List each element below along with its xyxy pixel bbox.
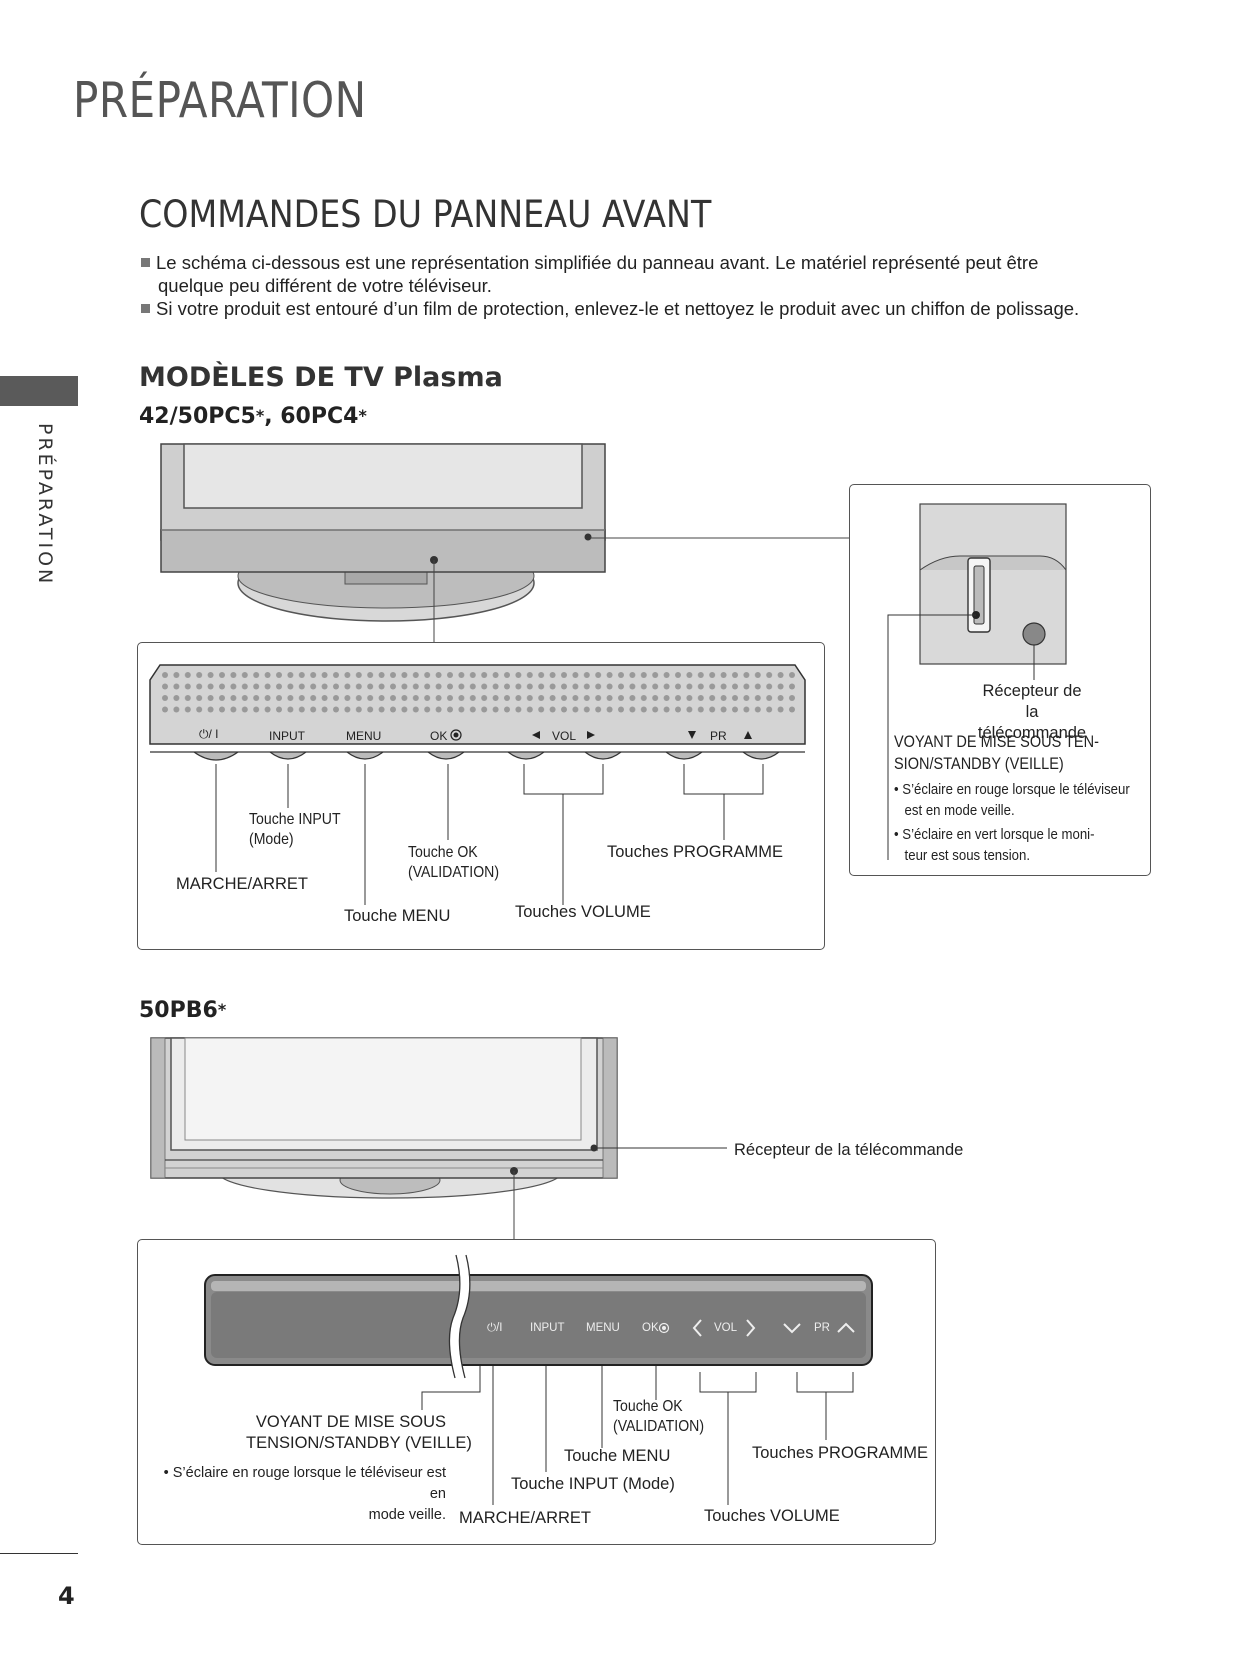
vol-button-label[interactable]: VOL bbox=[552, 729, 577, 743]
section-heading: COMMANDES DU PANNEAU AVANT bbox=[139, 193, 712, 236]
label-recepteur-telecommande: Récepteur de la télécommande bbox=[977, 682, 1087, 742]
menu-button-label-2[interactable]: MENU bbox=[586, 1322, 620, 1334]
label-touches-volume-2: Touches VOLUME bbox=[704, 1507, 840, 1525]
label-marche-arret: MARCHE/ARRET bbox=[176, 875, 309, 893]
vol-button-label-2[interactable]: VOL bbox=[714, 1322, 738, 1334]
label-voyant-standby: VOYANT DE MISE SOUS TEN- SION/STANDBY (V… bbox=[894, 733, 1099, 773]
pr-button-label[interactable]: PR bbox=[710, 729, 727, 743]
subheading-plasma: MODÈLES DE TV Plasma bbox=[139, 362, 503, 393]
label-touche-ok-2: Touche OK (VALIDATION) bbox=[613, 1398, 705, 1435]
square-bullet-icon bbox=[141, 304, 150, 313]
voyant-bullet-red-2: • S’éclaire en rouge lorsque le télévise… bbox=[163, 1465, 446, 1523]
label-touche-menu: Touche MENU bbox=[344, 907, 451, 925]
intro-bullet-2: Si votre produit est entouré d’un film d… bbox=[141, 297, 1116, 320]
power-button-label-2[interactable]: ⏻/I bbox=[487, 1322, 503, 1334]
model2-title: 50PB6* bbox=[139, 998, 227, 1023]
label-touches-volume: Touches VOLUME bbox=[515, 903, 651, 921]
power-button-label[interactable]: ⏻/ I bbox=[199, 727, 219, 741]
ok-button-label[interactable]: OK bbox=[430, 729, 448, 743]
voyant-bullet-green: • S’éclaire en vert lorsque le moni- teu… bbox=[894, 826, 1095, 864]
intro-bullet-1: Le schéma ci-dessous est une représentat… bbox=[141, 251, 1116, 274]
voyant-bullet-red: • S’éclaire en rouge lorsque le télévise… bbox=[894, 781, 1130, 819]
label-touches-programme: Touches PROGRAMME bbox=[607, 843, 784, 861]
label-touche-input: Touche INPUT (Mode) bbox=[249, 811, 341, 848]
label-touche-menu-2: Touche MENU bbox=[564, 1447, 671, 1465]
page-number: 4 bbox=[58, 1582, 75, 1610]
label-touches-programme-2: Touches PROGRAMME bbox=[752, 1444, 929, 1462]
label-recepteur-2: Récepteur de la télécommande bbox=[734, 1141, 964, 1159]
menu-button-label[interactable]: MENU bbox=[346, 729, 382, 743]
ok-button-label-2[interactable]: OK bbox=[642, 1322, 659, 1334]
pr-button-label-2[interactable]: PR bbox=[814, 1322, 830, 1334]
side-tab-marker bbox=[0, 376, 78, 406]
label-touche-ok: Touche OK (VALIDATION) bbox=[408, 844, 500, 881]
label-marche-arret-2: MARCHE/ARRET bbox=[459, 1509, 592, 1527]
label-touche-input-2: Touche INPUT (Mode) bbox=[511, 1475, 675, 1493]
page-title: PRÉPARATION bbox=[73, 72, 367, 129]
model1-title: 42/50PC5*, 60PC4* bbox=[139, 404, 367, 429]
input-button-label[interactable]: INPUT bbox=[269, 729, 305, 743]
square-bullet-icon bbox=[141, 258, 150, 267]
label-voyant-standby-2: VOYANT DE MISE SOUS TENSION/STANDBY (VEI… bbox=[246, 1413, 472, 1452]
footer-rule bbox=[0, 1553, 78, 1554]
input-button-label-2[interactable]: INPUT bbox=[530, 1322, 565, 1334]
intro-bullet-1-continued: quelque peu différent de votre téléviseu… bbox=[158, 275, 492, 296]
